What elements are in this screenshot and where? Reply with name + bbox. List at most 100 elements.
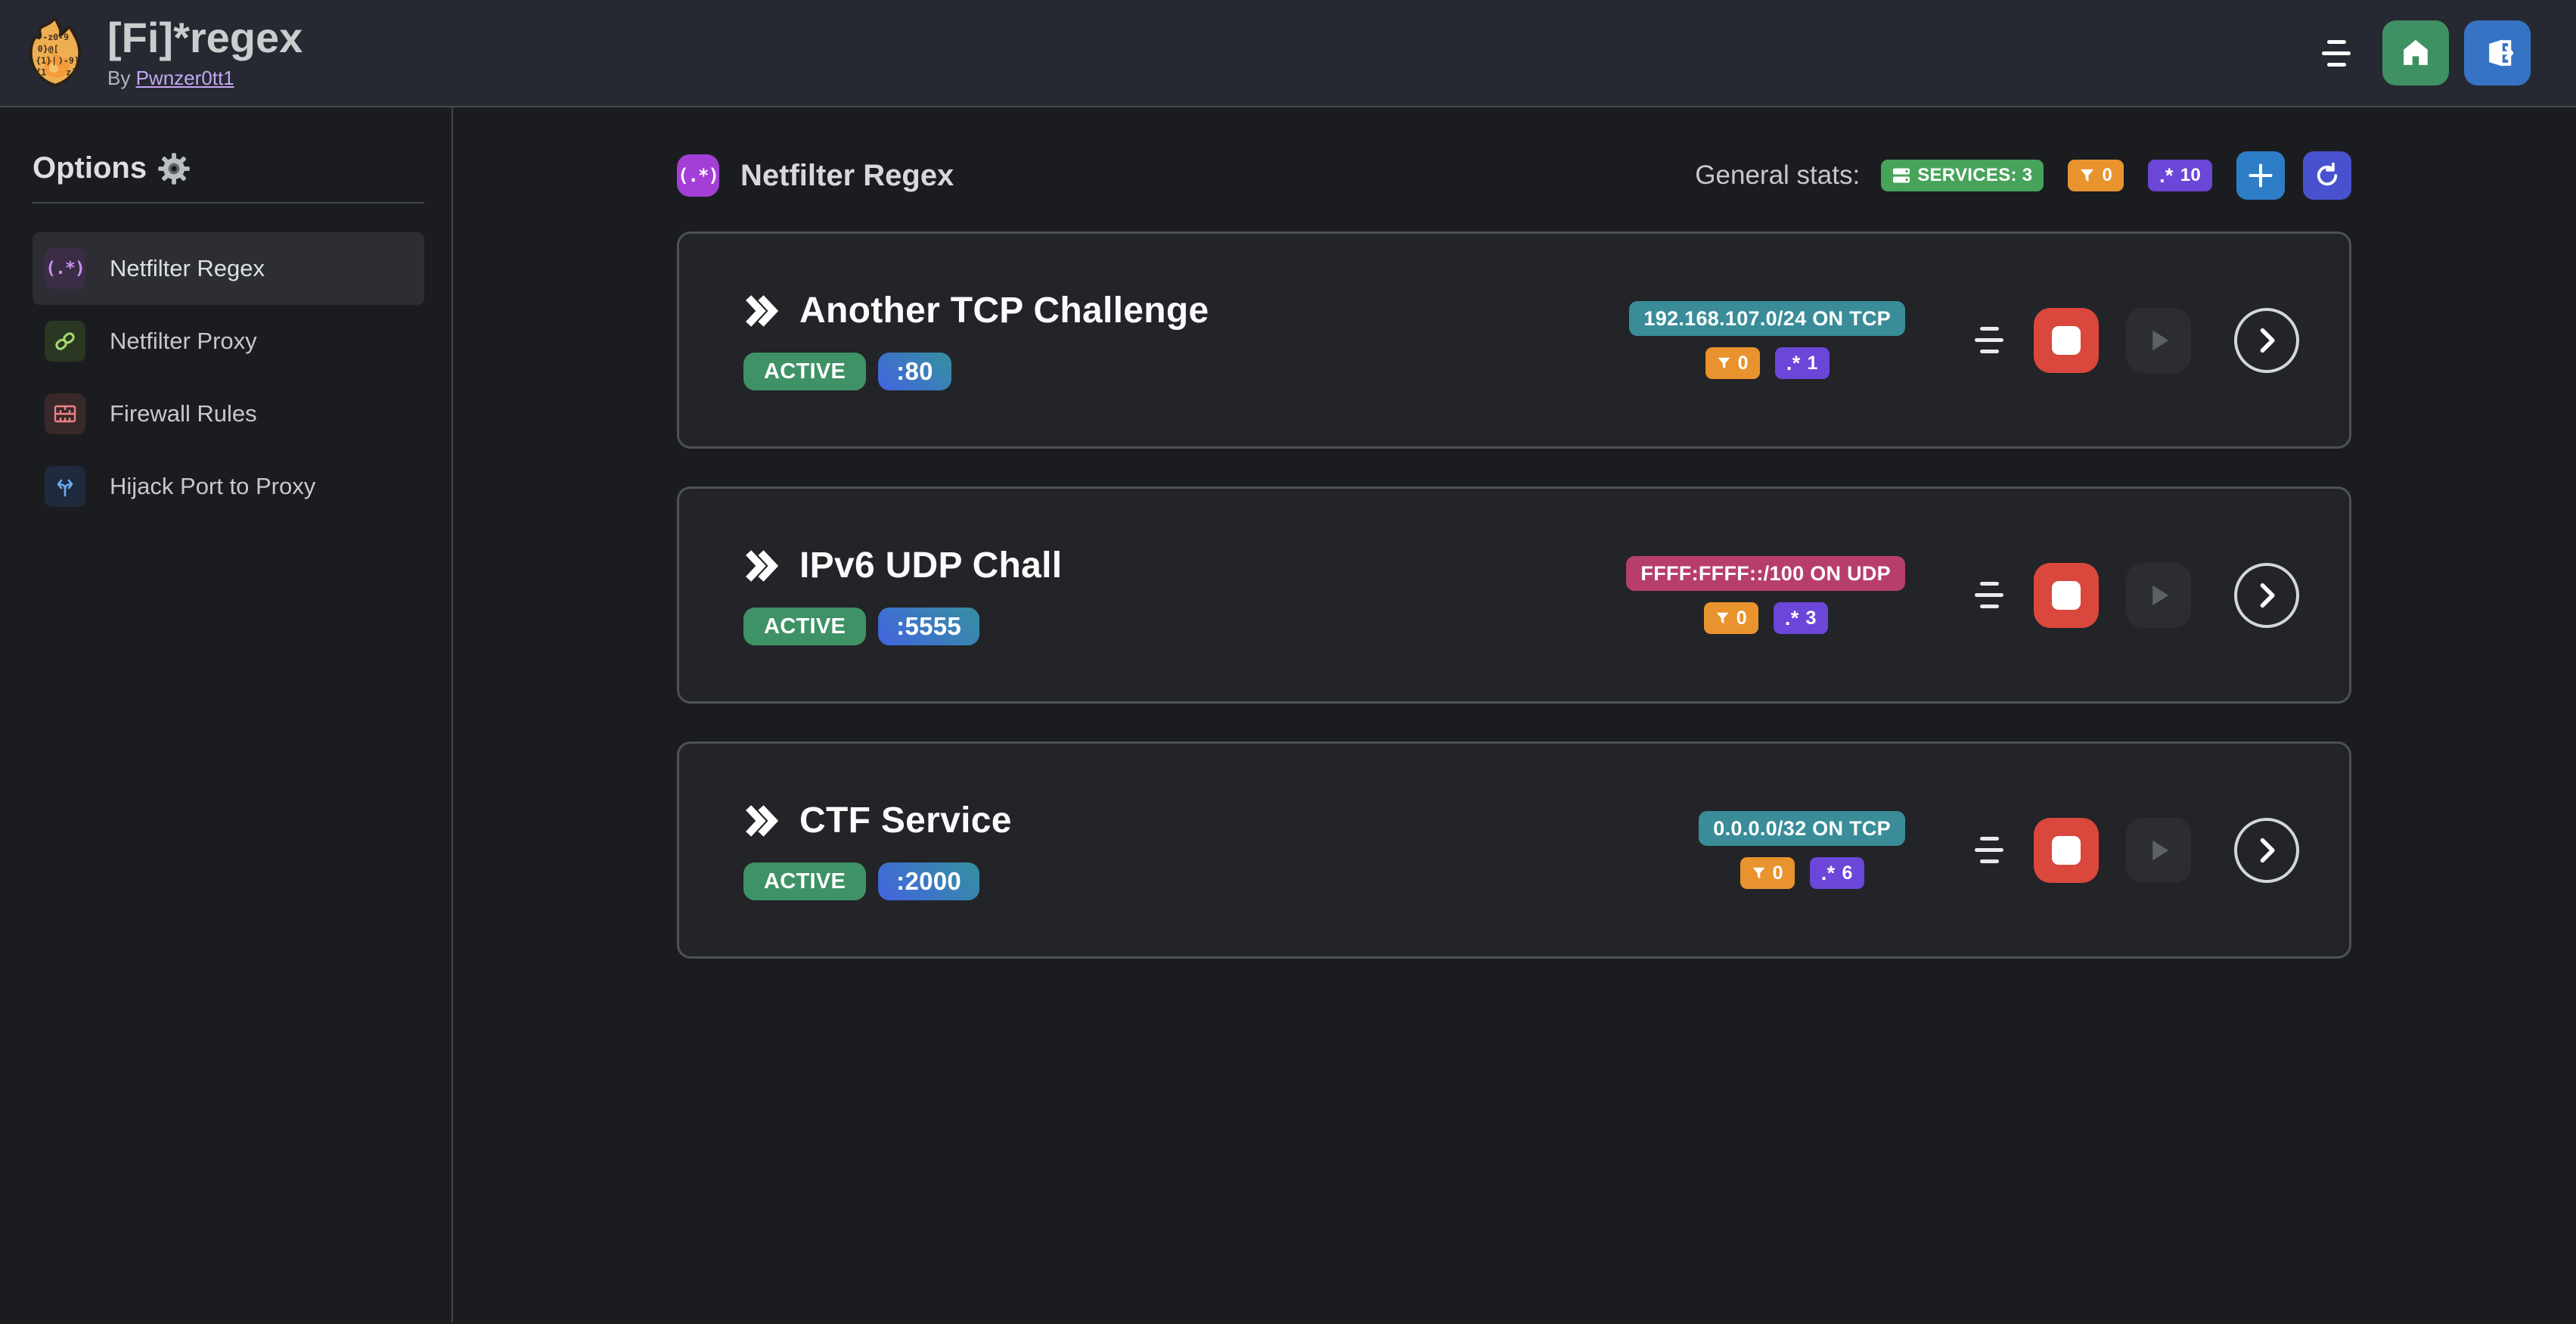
services-count-badge: SERVICES: 3 xyxy=(1881,160,2044,191)
service-badges: ACTIVE :80 xyxy=(743,353,1209,390)
netfilter-regex-icon: (.*) xyxy=(677,154,719,197)
brand-text: [Fi]*regex By Pwnzer0tt1 xyxy=(107,15,303,90)
regex-count: 10 xyxy=(2180,165,2201,185)
app-header: -z0-9 0}@[ {1}| )-9] {1 z] [Fi]*regex By… xyxy=(0,0,2576,107)
service-controls: 0.0.0.0/32 ON TCP 0 .* 6 xyxy=(1699,811,2299,889)
page-title: Netfilter Regex xyxy=(740,158,954,192)
stop-icon xyxy=(2052,325,2081,355)
regex-glyph-icon: .* xyxy=(1820,862,1836,884)
service-details-button[interactable] xyxy=(2234,307,2299,373)
sidebar-divider xyxy=(33,202,424,204)
services-count: SERVICES: 3 xyxy=(1917,165,2033,185)
sidebar-item-firewall-rules[interactable]: Firewall Rules xyxy=(33,378,424,450)
sidebar-heading: Options xyxy=(33,151,424,185)
service-list: Another TCP Challenge ACTIVE :80 192.168… xyxy=(677,232,2351,959)
stop-icon xyxy=(2052,580,2081,610)
refresh-button[interactable] xyxy=(2303,151,2351,200)
port-badge: :2000 xyxy=(878,862,980,900)
flame-logo-icon: -z0-9 0}@[ {1}| )-9] {1 z] xyxy=(29,16,82,87)
regex-count: 6 xyxy=(1842,862,1853,884)
sidebar-item-label: Hijack Port to Proxy xyxy=(110,473,316,499)
home-button[interactable] xyxy=(2382,20,2449,85)
chevron-right-icon xyxy=(2260,583,2275,608)
header-actions xyxy=(2322,20,2531,85)
service-card: IPv6 UDP Chall ACTIVE :5555 FFFF:FFFF::/… xyxy=(677,486,2351,704)
filtered-packets-count: 0 xyxy=(1736,607,1747,629)
svg-text:0}@[: 0}@[ xyxy=(38,44,59,54)
stop-button[interactable] xyxy=(2034,562,2099,628)
regex-count-badge: .* 6 xyxy=(1809,857,1864,889)
double-chevron-icon xyxy=(746,549,778,582)
service-card: Another TCP Challenge ACTIVE :80 192.168… xyxy=(677,232,2351,449)
service-menu-icon[interactable] xyxy=(1975,582,2003,608)
regex-count-badge: .* 10 xyxy=(2148,160,2212,191)
byline-prefix: By xyxy=(107,66,131,89)
svg-text:)-9]: )-9] xyxy=(58,55,79,66)
start-button[interactable] xyxy=(2126,817,2191,883)
gear-icon xyxy=(158,152,190,185)
main-header: (.*) Netfilter Regex General stats: SERV… xyxy=(677,151,2351,200)
service-controls: 192.168.107.0/24 ON TCP 0 .* 1 xyxy=(1629,301,2299,379)
filtered-packets-count: 0 xyxy=(2102,165,2113,185)
sidebar-item-netfilter-regex[interactable]: (.*) Netfilter Regex xyxy=(33,232,424,305)
regex-count-badge: .* 3 xyxy=(1773,602,1828,634)
sidebar-item-netfilter-proxy[interactable]: Netfilter Proxy xyxy=(33,305,424,378)
service-details-button[interactable] xyxy=(2234,817,2299,883)
filtered-packets-badge: 0 xyxy=(1703,602,1758,634)
svg-text:z]: z] xyxy=(66,67,76,78)
ip-badge: 192.168.107.0/24 ON TCP xyxy=(1629,301,1905,336)
sidebar-nav: (.*) Netfilter Regex Netfilter Proxy xyxy=(33,232,424,523)
server-icon xyxy=(1893,168,1910,183)
port-badge: :80 xyxy=(878,353,951,390)
regex-glyph-icon: .* xyxy=(1784,607,1799,629)
service-controls: FFFF:FFFF::/100 ON UDP 0 .* 3 xyxy=(1626,556,2299,634)
stop-button[interactable] xyxy=(2034,817,2099,883)
service-stats: 0.0.0.0/32 ON TCP 0 .* 6 xyxy=(1699,811,1905,889)
sidebar-item-hijack-port[interactable]: Hijack Port to Proxy xyxy=(33,450,424,523)
filtered-packets-badge: 0 xyxy=(1740,857,1795,889)
regex-glyph-icon: .* xyxy=(2159,164,2174,187)
sidebar: Options xyxy=(0,107,453,1322)
chevron-right-icon xyxy=(2260,838,2275,862)
status-badge: ACTIVE xyxy=(743,353,867,390)
filtered-packets-count: 0 xyxy=(1772,862,1783,884)
service-mini-badges: 0 .* 6 xyxy=(1740,857,1864,889)
ip-badge: FFFF:FFFF::/100 ON UDP xyxy=(1626,556,1905,591)
chevron-right-icon xyxy=(2260,328,2275,353)
sidebar-heading-label: Options xyxy=(33,151,147,185)
logout-button[interactable] xyxy=(2464,20,2531,85)
play-icon xyxy=(2152,330,2169,350)
double-chevron-icon xyxy=(746,294,778,327)
section-heading: (.*) Netfilter Regex xyxy=(677,154,954,197)
service-badges: ACTIVE :5555 xyxy=(743,608,1062,645)
add-service-button[interactable] xyxy=(2236,151,2285,200)
service-title-row: IPv6 UDP Chall xyxy=(743,545,1062,586)
svg-text:{1}|: {1}| xyxy=(36,55,57,67)
filter-icon xyxy=(1718,357,1730,368)
sidebar-item-label: Firewall Rules xyxy=(110,400,257,427)
service-mini-badges: 0 .* 3 xyxy=(1703,602,1828,634)
brand: -z0-9 0}@[ {1}| )-9] {1 z] [Fi]*regex By… xyxy=(26,15,303,90)
author-link[interactable]: Pwnzer0tt1 xyxy=(135,66,234,89)
filter-icon xyxy=(2081,169,2094,182)
start-button[interactable] xyxy=(2126,562,2191,628)
menu-icon[interactable] xyxy=(2322,39,2351,67)
ip-badge: 0.0.0.0/32 ON TCP xyxy=(1699,811,1905,846)
stop-button[interactable] xyxy=(2034,307,2099,373)
service-info: CTF Service ACTIVE :2000 xyxy=(743,800,1012,900)
svg-text:{1: {1 xyxy=(36,67,46,78)
double-chevron-icon xyxy=(746,804,778,837)
status-badge: ACTIVE xyxy=(743,608,867,645)
regex-icon: (.*) xyxy=(45,248,85,289)
service-title-row: CTF Service xyxy=(743,800,1012,841)
stop-icon xyxy=(2052,835,2081,865)
service-menu-icon[interactable] xyxy=(1975,837,2003,863)
service-details-button[interactable] xyxy=(2234,562,2299,628)
service-menu-icon[interactable] xyxy=(1975,327,2003,353)
filtered-packets-badge: 0 xyxy=(2068,160,2124,191)
play-icon xyxy=(2152,585,2169,605)
service-badges: ACTIVE :2000 xyxy=(743,862,1012,900)
regex-count: 3 xyxy=(1805,607,1817,629)
start-button[interactable] xyxy=(2126,307,2191,373)
service-title: IPv6 UDP Chall xyxy=(799,545,1063,586)
